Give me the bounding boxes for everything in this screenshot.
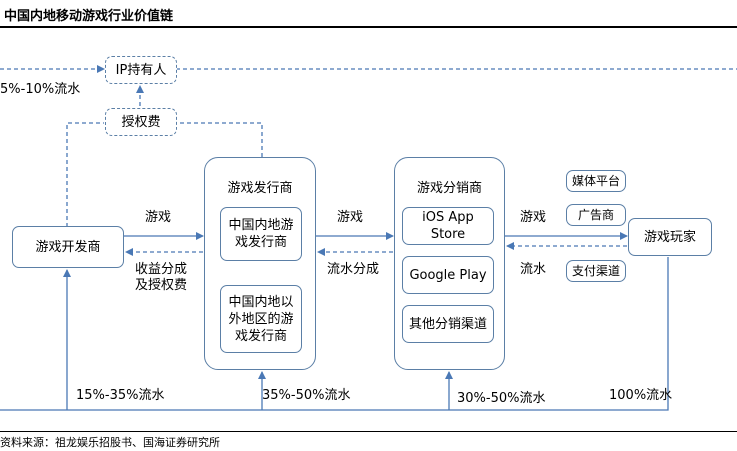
dev-to-pub-label: 游戏 — [145, 210, 172, 225]
dev-share-label: 15%-35%流水 — [76, 388, 165, 403]
google-play-node: Google Play — [402, 256, 494, 294]
developer-node: 游戏开发商 — [12, 226, 124, 268]
payment-channel-node: 支付渠道 — [566, 260, 626, 282]
bottom-rule — [0, 431, 737, 432]
ip-share-label: 5%-10%流水 — [0, 82, 81, 97]
top-rule — [0, 26, 737, 28]
publisher-label: 游戏发行商 — [227, 181, 293, 196]
publisher-overseas-node: 中国内地以外地区的游戏发行商 — [220, 285, 302, 353]
dist-to-pub-label: 流水分成 — [327, 262, 380, 277]
player-node: 游戏玩家 — [628, 218, 712, 256]
publisher-mainland-node: 中国内地游戏发行商 — [220, 207, 302, 261]
source-note: 资料来源：祖龙娱乐招股书、国海证券研究所 — [0, 436, 220, 449]
dist-share-label: 30%-50%流水 — [457, 391, 546, 406]
dist-to-player-label: 游戏 — [520, 210, 547, 225]
player-to-dist-label: 流水 — [520, 262, 547, 277]
ip-holder-node: IP持有人 — [105, 56, 177, 84]
pub-to-dev-label: 收益分成 及授权费 — [135, 262, 188, 293]
ios-app-store-node: iOS App Store — [402, 207, 494, 245]
pub-share-label: 35%-50%流水 — [262, 388, 351, 403]
license-fee-node: 授权费 — [105, 108, 177, 136]
arrow-dev-to-license — [66, 122, 104, 227]
figure-title: 中国内地移动游戏行业价值链 — [4, 9, 174, 24]
ad-provider-node: 广告商 — [566, 204, 626, 226]
media-platform-node: 媒体平台 — [566, 170, 626, 192]
arrow-pub-to-license — [176, 122, 263, 157]
revenue-bottom-line — [0, 257, 669, 411]
player-total-label: 100%流水 — [609, 388, 673, 403]
pub-to-dist-label: 游戏 — [337, 210, 364, 225]
distributor-label: 游戏分销商 — [416, 181, 482, 196]
other-channels-node: 其他分销渠道 — [402, 305, 494, 343]
